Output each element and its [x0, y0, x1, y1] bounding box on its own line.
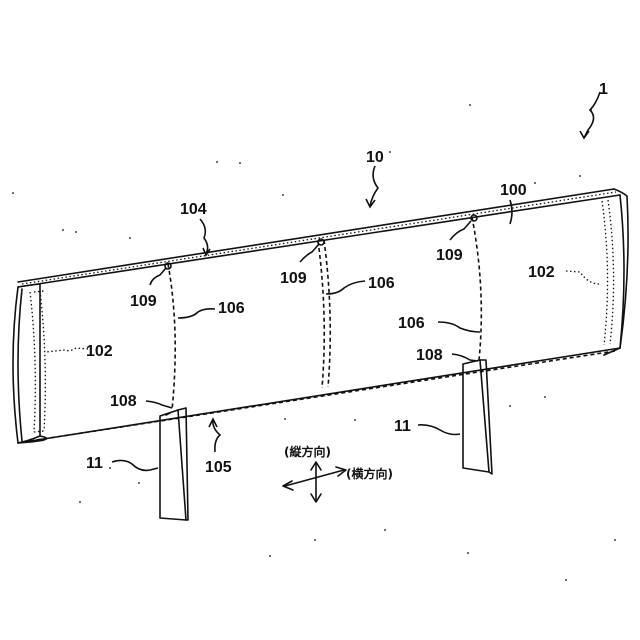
label-horizontal-direction: (横方向) — [346, 466, 393, 481]
label-10: 10 — [366, 149, 384, 166]
label-1: 1 — [599, 81, 608, 98]
label-11-left: 11 — [86, 455, 103, 472]
leader-lines — [46, 92, 600, 470]
direction-arrows — [283, 462, 346, 502]
label-102-right: 102 — [528, 264, 555, 281]
label-106-left: 106 — [218, 300, 245, 317]
label-109-right: 109 — [436, 247, 463, 264]
fasteners — [165, 215, 477, 269]
label-100: 100 — [500, 182, 527, 199]
label-106-center: 106 — [368, 275, 395, 292]
support-left — [160, 408, 188, 520]
label-105: 105 — [205, 459, 232, 476]
label-11-right: 11 — [394, 418, 411, 435]
joint-lines — [168, 217, 481, 410]
label-106-right: 106 — [398, 315, 425, 332]
label-102-left: 102 — [86, 343, 113, 360]
label-104: 104 — [180, 201, 207, 218]
label-108-left: 108 — [110, 393, 137, 410]
end-rib-right — [602, 200, 614, 345]
label-108-right: 108 — [416, 347, 443, 364]
label-109-center: 109 — [280, 270, 307, 287]
label-109-left: 109 — [130, 293, 157, 310]
label-vertical-direction: (縦方向) — [284, 444, 331, 459]
support-right — [463, 360, 492, 474]
panel-body — [13, 189, 628, 443]
end-rib-left — [30, 291, 45, 432]
